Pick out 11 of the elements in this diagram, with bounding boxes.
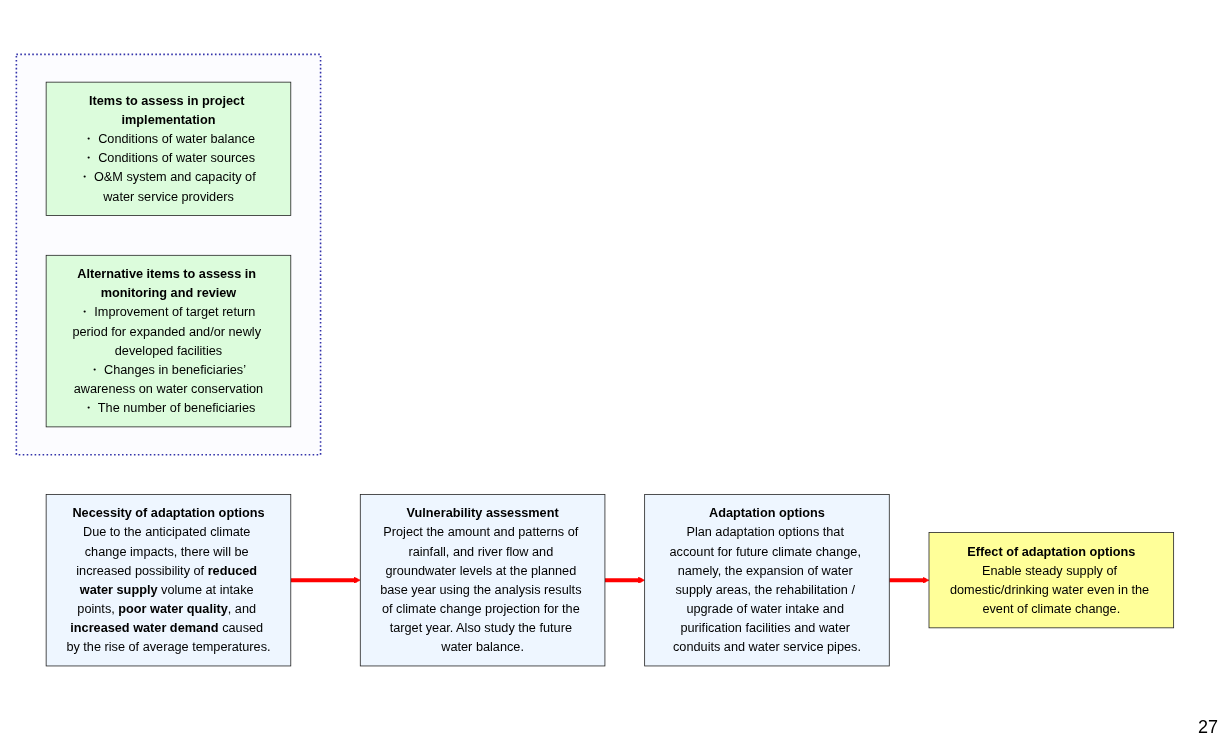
cluster [15, 53, 322, 456]
arrow [290, 576, 361, 584]
arrow [604, 576, 645, 584]
node-box: Effect of adaptation options Enable steady supply of domestic/drinking water even in the event of climate change. [928, 531, 1175, 629]
node-box: Vulnerability assessment Project the amount and patterns of rainfall, and river flow and groundwater levels at the planned base year using the analysis results of climate change projection for the target year. Also study the future water balance. [359, 493, 606, 667]
node-box: Necessity of adaptation options Due to the anticipated climate change impacts, there will be increased possibility of reduced water supply volume at intake points, poor water quality, and increased water demand caused by the rise of average temperatures. [45, 493, 292, 667]
arrow [889, 576, 930, 584]
node-box: Adaptation options Plan adaptation options that account for future climate change, namely, the expansion of water supply areas, the rehabilitation / upgrade of water intake and purification facilities and water conduits and water service pipes. [644, 493, 890, 667]
node-box: Items to assess in project implementation ・ Conditions of water balance ・ Conditions of water sources ・ O&M system and capacity of water service providers [45, 81, 292, 216]
node-box: Alternative items to assess in monitoring and review ・ Improvement of target return period for expanded and/or newly developed facilities ・ Changes in beneficiaries’ awareness on water conservation ・ The number of beneficiaries [45, 254, 292, 428]
page-number: 27 [1197, 717, 1218, 738]
